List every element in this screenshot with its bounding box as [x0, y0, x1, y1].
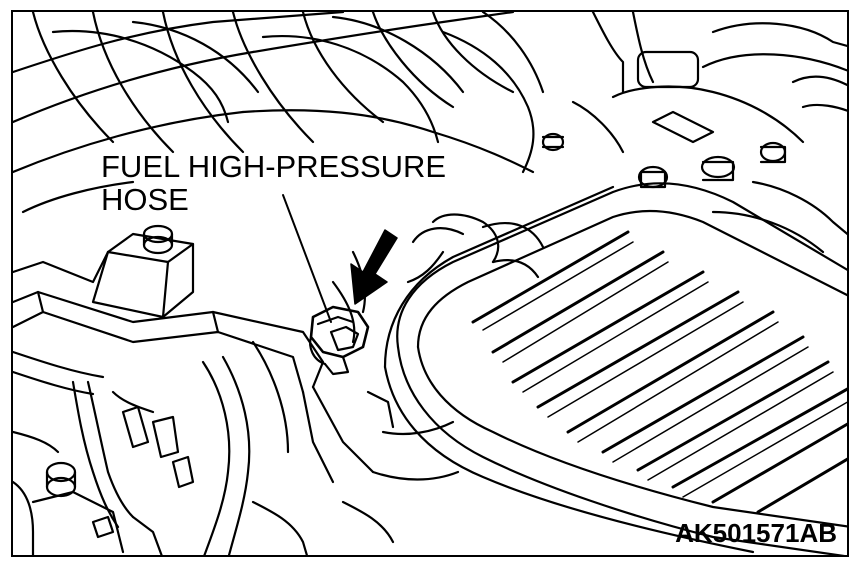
callout-line-2: HOSE	[101, 182, 189, 217]
figure-id: AK501571AB	[675, 518, 837, 548]
pointer-arrow-icon	[350, 229, 398, 305]
bracket-with-bolt	[13, 224, 460, 484]
engine-line-drawing	[13, 12, 847, 555]
illustration-frame: FUEL HIGH-PRESSURE HOSE AK501571AB	[11, 10, 849, 557]
hose-callout-label: FUEL HIGH-PRESSURE HOSE	[101, 150, 446, 216]
throttle-body-area	[541, 12, 847, 254]
leader-line	[282, 194, 332, 323]
air-cleaner-cover	[383, 182, 847, 555]
callout-line-1: FUEL HIGH-PRESSURE	[101, 149, 447, 184]
fuel-hose-area	[309, 213, 545, 376]
intake-manifold	[13, 12, 545, 214]
lower-left-tubing	[13, 340, 395, 555]
